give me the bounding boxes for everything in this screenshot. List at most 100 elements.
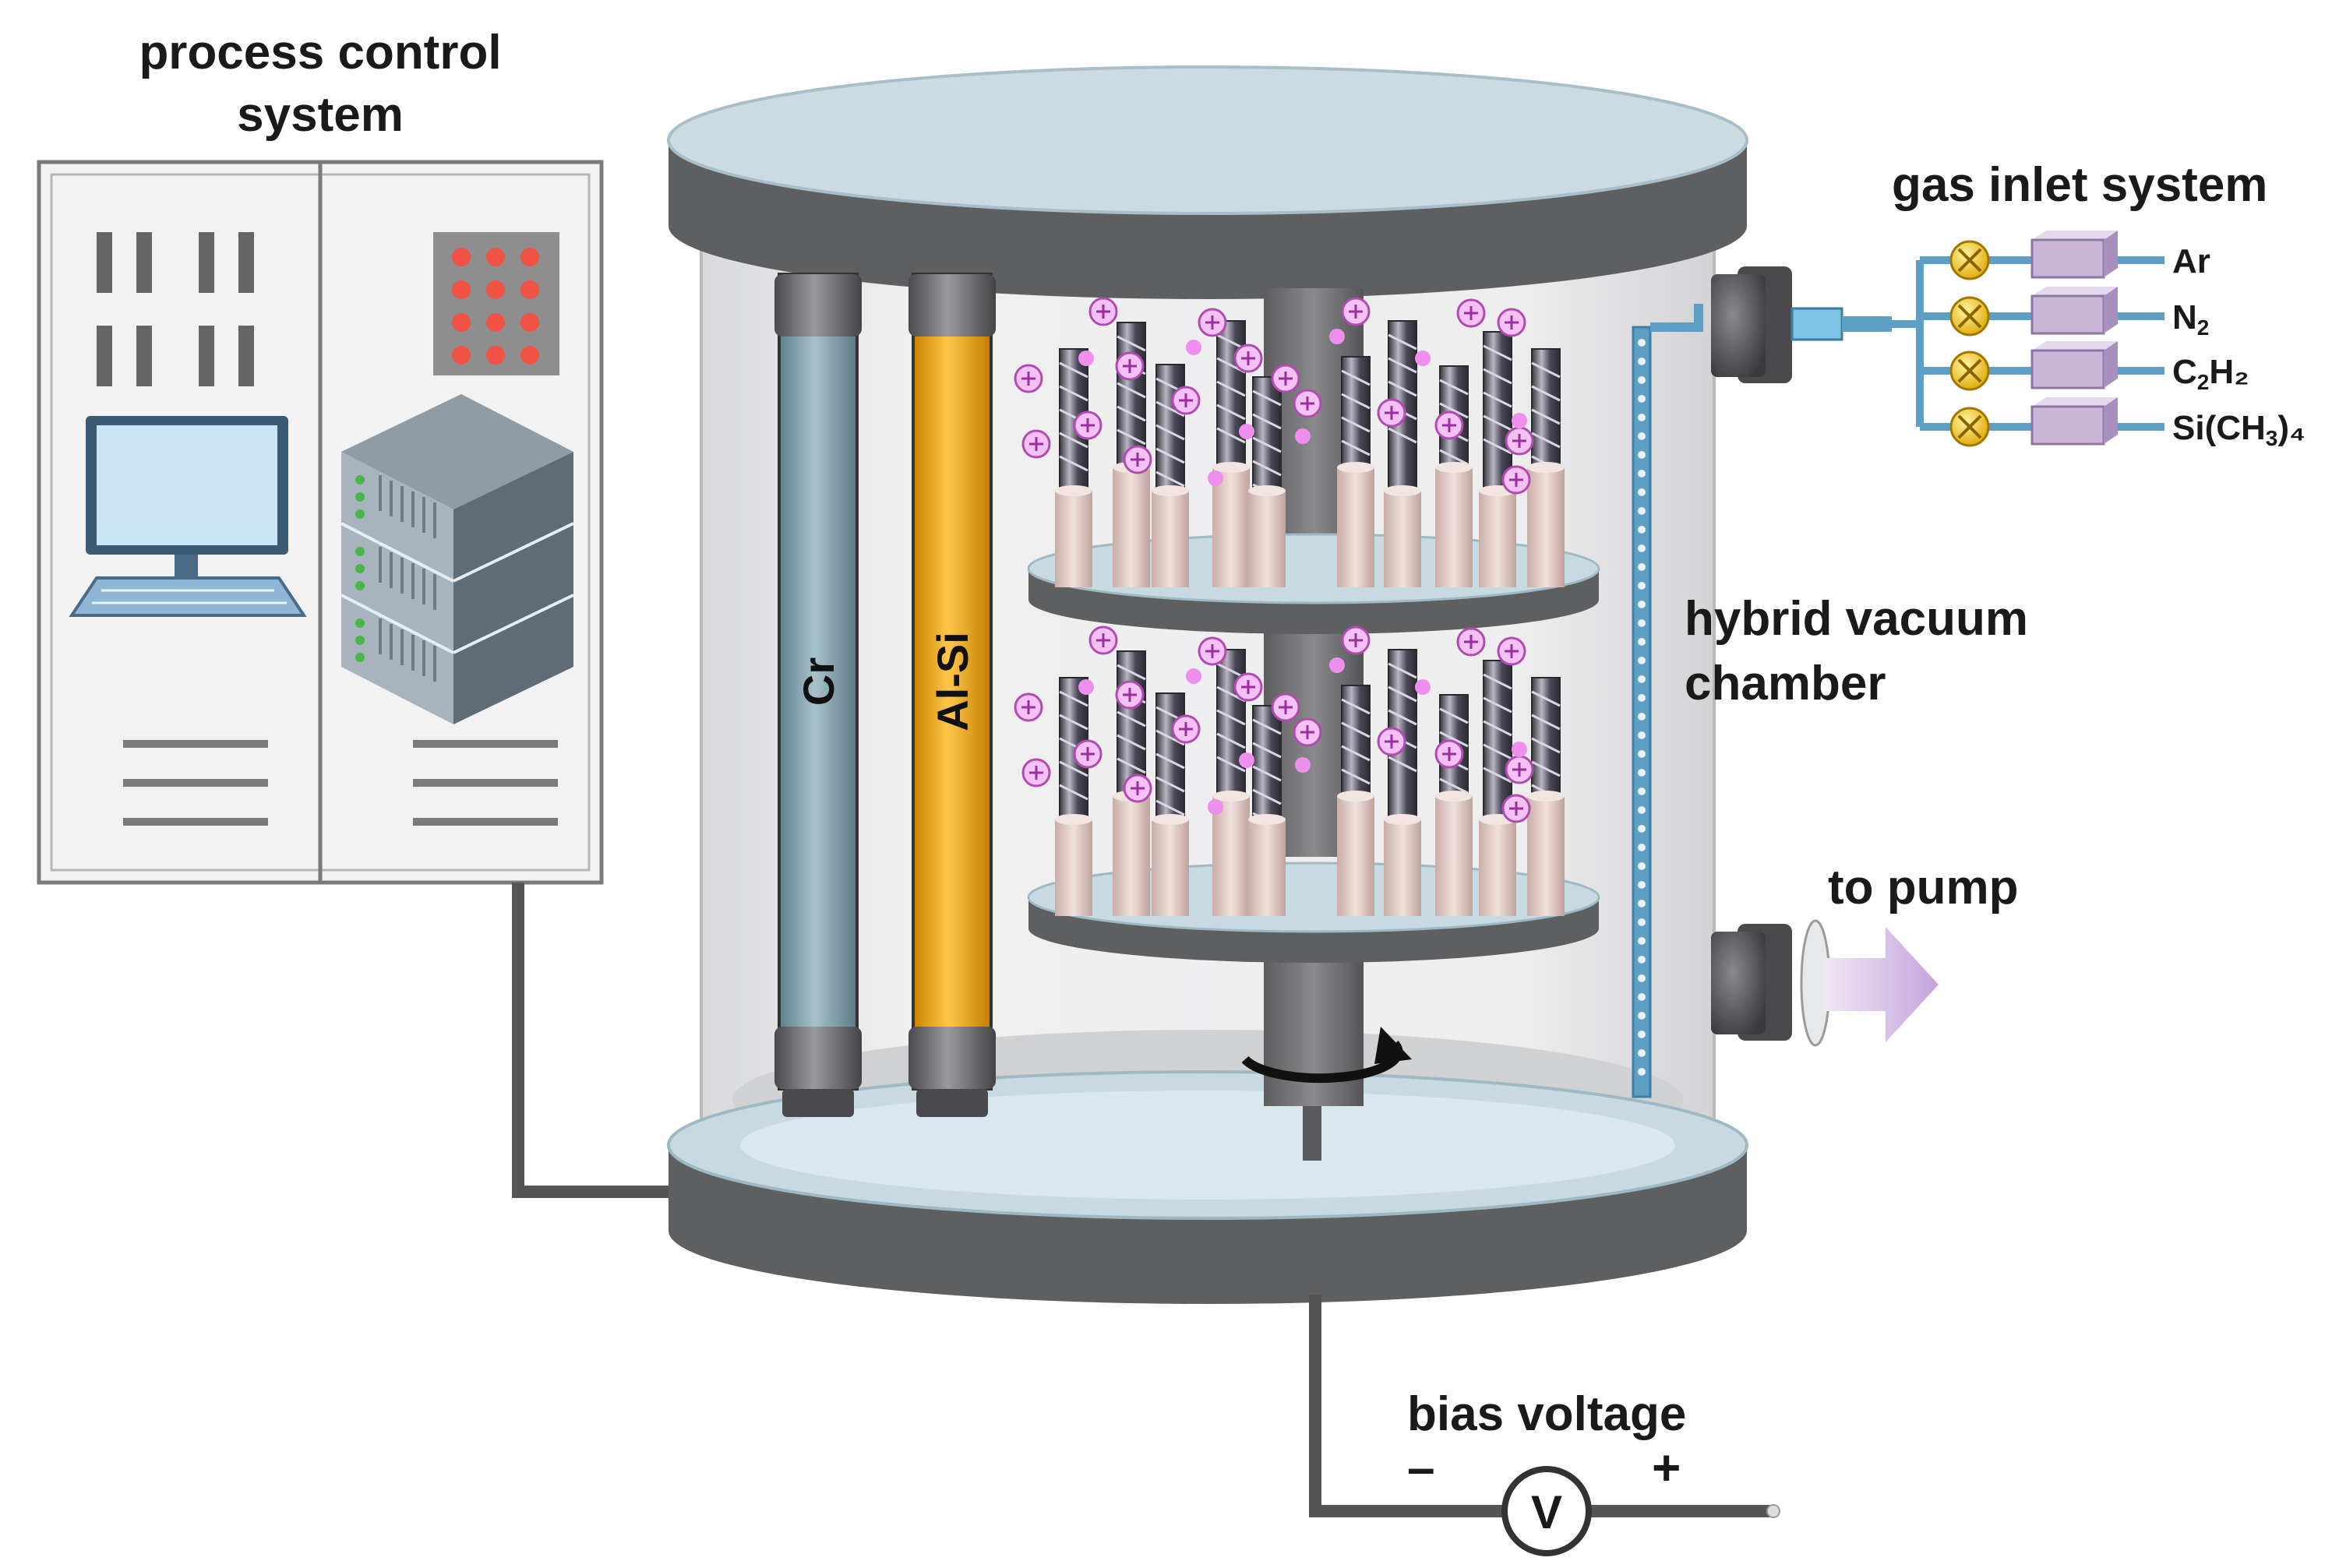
bias-voltage-label: bias voltage [1407, 1387, 1686, 1441]
positive-ion-icon [1073, 739, 1103, 769]
valve-icon [1949, 351, 1990, 391]
pipe-hole [1638, 395, 1646, 403]
panel-lines-icon [123, 740, 558, 826]
cutting-tool [1527, 677, 1565, 916]
vent-slots-icon [97, 232, 254, 386]
indicator-led [486, 313, 505, 332]
pipe-hole [1638, 432, 1646, 440]
positive-ion-icon [1171, 386, 1201, 415]
pipe-hole [1638, 750, 1646, 758]
particle [1415, 351, 1431, 366]
gas-label: Si(CH3)₄ [2172, 409, 2306, 450]
cutting-tool [1384, 320, 1421, 587]
pipe-hole [1638, 918, 1646, 926]
positive-ion-icon [1123, 445, 1152, 474]
pipe-hole [1638, 1031, 1646, 1038]
indicator-led [520, 346, 539, 365]
positive-ion-icon [1073, 410, 1103, 440]
pipe-hole [1638, 769, 1646, 777]
indicator-led [486, 280, 505, 299]
cutting-tool [1212, 649, 1250, 916]
mass-flow-controller-icon [2030, 231, 2118, 279]
positive-ion-icon [1115, 680, 1145, 710]
plus-sign: + [1652, 1439, 1681, 1496]
gas-label: Ar [2172, 242, 2210, 280]
pipe-hole [1638, 451, 1646, 459]
mass-flow-controller-icon [2030, 287, 2118, 335]
indicator-led [520, 280, 539, 299]
positive-ion-icon [1293, 389, 1322, 418]
indicator-led [452, 280, 471, 299]
mass-flow-controller-icon [2030, 341, 2118, 389]
positive-ion-icon [1501, 465, 1531, 495]
positive-ion-icon [1501, 794, 1531, 823]
pipe-hole [1638, 694, 1646, 702]
particle [1512, 413, 1527, 428]
server-led [355, 509, 365, 519]
pipe-hole [1638, 937, 1646, 945]
pipe-hole [1638, 339, 1646, 347]
to-pump-label: to pump [1828, 861, 2019, 914]
pipe-hole [1638, 638, 1646, 646]
particle [1512, 742, 1527, 757]
gas-line: N2 [1920, 287, 2209, 340]
process-control-label-line1: process control [139, 26, 501, 79]
indicator-led [486, 248, 505, 266]
pipe-hole [1638, 806, 1646, 814]
pipe-hole [1638, 507, 1646, 515]
pipe-hole [1638, 900, 1646, 907]
voltmeter-symbol: V [1531, 1486, 1562, 1538]
pipe-hole [1638, 563, 1646, 571]
pipe-hole [1638, 788, 1646, 795]
positive-ion-icon [1271, 364, 1300, 393]
cutting-tool [1337, 685, 1374, 916]
pipe-hole [1638, 862, 1646, 870]
chamber-label-line1: hybrid vacuum [1685, 592, 2028, 646]
positive-ion-icon [1198, 636, 1227, 666]
gas-distribution-pipe [1632, 304, 1703, 1098]
process-control-cabinet: process control system [37, 26, 604, 885]
bias-voltage-circuit: V bias voltage – + [1309, 1295, 1780, 1556]
pipe-hole [1638, 657, 1646, 664]
pipe-hole [1638, 358, 1646, 365]
gas-label: N2 [2172, 298, 2209, 340]
cutting-tool [1055, 348, 1092, 587]
pipe-hole [1638, 881, 1646, 889]
chamber-label-line2: chamber [1685, 657, 1886, 710]
positive-ion-icon [1233, 672, 1263, 702]
pipe-hole [1638, 844, 1646, 851]
gas-line: Ar [1920, 231, 2210, 280]
rotation-arrow-icon [1241, 1027, 1412, 1084]
particle [1208, 470, 1223, 486]
positive-ion-icon [1434, 739, 1464, 769]
particle [1078, 679, 1094, 695]
particle [1329, 329, 1345, 344]
server-led [355, 618, 365, 628]
positive-ion-icon [1014, 364, 1043, 393]
particle [1239, 752, 1254, 768]
pipe-hole [1638, 582, 1646, 590]
pipe-hole [1638, 488, 1646, 496]
particle [1295, 428, 1311, 444]
positive-ion-icon [1456, 298, 1486, 328]
pipe-hole [1638, 1049, 1646, 1057]
target-al-si: Al-Si [908, 273, 996, 1117]
pipe-hole [1638, 825, 1646, 833]
gas-line: Si(CH3)₄ [1920, 397, 2306, 450]
server-led [355, 653, 365, 662]
indicator-panel-icon [433, 232, 559, 375]
cutting-tool [1479, 660, 1516, 916]
pipe-hole [1638, 731, 1646, 739]
positive-ion-icon [1341, 297, 1371, 326]
mass-flow-controller-icon [2030, 397, 2118, 446]
positive-ion-icon [1233, 344, 1263, 373]
particle [1239, 424, 1254, 439]
server-rack-icon [340, 394, 574, 724]
positive-ion-icon [1293, 717, 1322, 747]
positive-ion-icon [1014, 692, 1043, 722]
positive-ion-icon [1497, 308, 1526, 337]
to-pump-arrow-icon [1823, 927, 1939, 1042]
pipe-hole [1638, 619, 1646, 627]
positive-ion-icon [1505, 426, 1534, 456]
